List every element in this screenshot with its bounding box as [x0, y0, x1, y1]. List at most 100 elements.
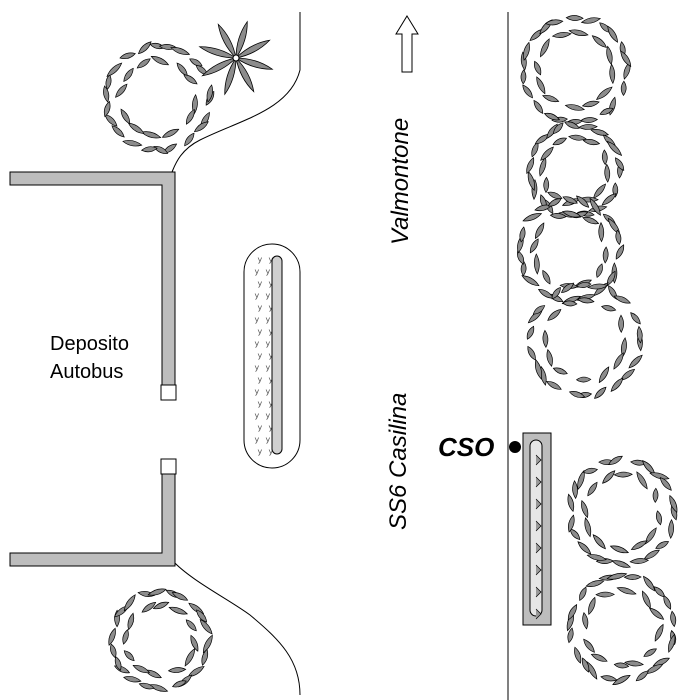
- tree-leaf: [552, 122, 564, 135]
- tree-leaf: [568, 29, 589, 36]
- tree-leaf: [111, 125, 125, 138]
- tree-leaf: [136, 58, 151, 69]
- tree-leaf: [119, 52, 136, 60]
- tree-leaf: [649, 472, 670, 480]
- tree-leaf: [561, 210, 582, 218]
- tree-leaf: [540, 38, 550, 58]
- tree-leaf: [600, 675, 618, 682]
- tree-leaf: [533, 99, 544, 114]
- tree-leaf: [167, 667, 187, 673]
- tree-leaf: [122, 140, 143, 147]
- palm-center: [232, 54, 240, 62]
- tree-leaf: [581, 100, 600, 108]
- tree-leaf: [577, 541, 592, 555]
- tree-leaf: [624, 660, 644, 667]
- tree-leaf: [630, 540, 648, 550]
- wetland-plant-mark: y: [269, 447, 274, 456]
- tree-leaf: [663, 595, 672, 610]
- tree-leaf: [526, 156, 535, 175]
- tree-leaf: [593, 183, 607, 199]
- tree-canopy-icon: [517, 195, 625, 305]
- tree-leaf: [586, 661, 598, 680]
- tree-leaf: [669, 494, 678, 513]
- tree-leaf: [613, 662, 630, 669]
- tree-leaf: [150, 56, 170, 66]
- wetland-plant-mark: y: [255, 315, 260, 324]
- cso-tank-baffles: [535, 454, 542, 620]
- tree-leaf: [582, 467, 598, 474]
- wetland-plant-mark: y: [266, 339, 271, 348]
- tree-leaf: [123, 594, 136, 612]
- tree-leaf: [520, 69, 527, 85]
- tree-leaf: [577, 469, 585, 491]
- tree-leaf: [189, 58, 203, 67]
- wetland-plant-mark: y: [266, 267, 271, 276]
- tree-leaf: [668, 518, 674, 539]
- tree-leaf: [527, 345, 536, 361]
- tree-leaf: [598, 221, 605, 243]
- tree-leaf: [564, 104, 585, 111]
- tree-leaf: [547, 309, 562, 321]
- tree-leaf: [170, 47, 191, 55]
- tree-leaf: [612, 182, 619, 198]
- baffle-mark: [535, 520, 542, 532]
- tree-leaf: [610, 377, 624, 392]
- tree-canopy-icon: [520, 15, 632, 125]
- wetland-plant-mark: y: [255, 267, 260, 276]
- tree-leaf: [601, 149, 608, 166]
- tree-leaf: [521, 275, 540, 287]
- wetland-plant-mark: y: [255, 363, 260, 372]
- tree-canopy-icon: [103, 41, 215, 154]
- wetland-plant-mark: y: [258, 447, 263, 456]
- tree-leaf: [529, 238, 539, 254]
- depot-label: Deposito Autobus: [50, 330, 160, 386]
- tree-leaf: [123, 67, 134, 82]
- tree-leaf: [613, 295, 631, 304]
- wetland-plant-mark: y: [258, 375, 263, 384]
- wetland-plant-mark: y: [258, 351, 263, 360]
- wetland-plant-mark: y: [269, 399, 274, 408]
- tree-leaf: [106, 62, 123, 77]
- tree-leaf: [652, 487, 659, 503]
- tree-leaf: [586, 554, 607, 561]
- wetland-plant-mark: y: [255, 411, 260, 420]
- tree-leaf: [561, 282, 575, 293]
- tree-leaf: [587, 481, 598, 497]
- tree-leaf: [609, 545, 630, 554]
- tree-leaf: [600, 305, 617, 312]
- tree-leaf: [581, 499, 589, 519]
- tree-leaf: [595, 86, 613, 100]
- tree-leaf: [577, 297, 595, 304]
- wetland-plant-mark: y: [255, 291, 260, 300]
- tree-leaf: [103, 100, 111, 118]
- palm-frond: [217, 23, 237, 60]
- palm-frond: [224, 56, 237, 96]
- boundary-curve-top: [171, 12, 301, 173]
- tree-leaf: [140, 146, 158, 153]
- palm-frond: [234, 39, 271, 59]
- arrow-up-icon: [395, 15, 419, 73]
- tree-group: [103, 15, 678, 692]
- tree-leaf: [643, 648, 657, 657]
- tree-leaf: [542, 329, 549, 348]
- tree-leaf: [591, 35, 608, 48]
- tree-leaf: [602, 470, 616, 484]
- tree-leaf: [115, 83, 128, 98]
- wetland-plant-mark: y: [269, 255, 274, 264]
- tree-leaf: [527, 170, 535, 192]
- tree-leaf: [562, 300, 578, 307]
- baffle-mark: [535, 454, 542, 466]
- tree-leaf: [568, 134, 587, 141]
- tree-leaf: [533, 253, 540, 275]
- tree-leaf: [104, 113, 118, 127]
- tree-leaf: [190, 634, 199, 652]
- tree-leaf: [196, 609, 208, 623]
- tree-leaf: [184, 132, 195, 147]
- tree-leaf: [547, 191, 563, 199]
- wetland-plant-mark: y: [258, 399, 263, 408]
- tree-leaf: [602, 246, 609, 264]
- tree-leaf: [606, 572, 628, 580]
- tree-leaf: [608, 455, 623, 465]
- tree-leaf: [522, 84, 533, 99]
- baffle-mark: [535, 542, 542, 554]
